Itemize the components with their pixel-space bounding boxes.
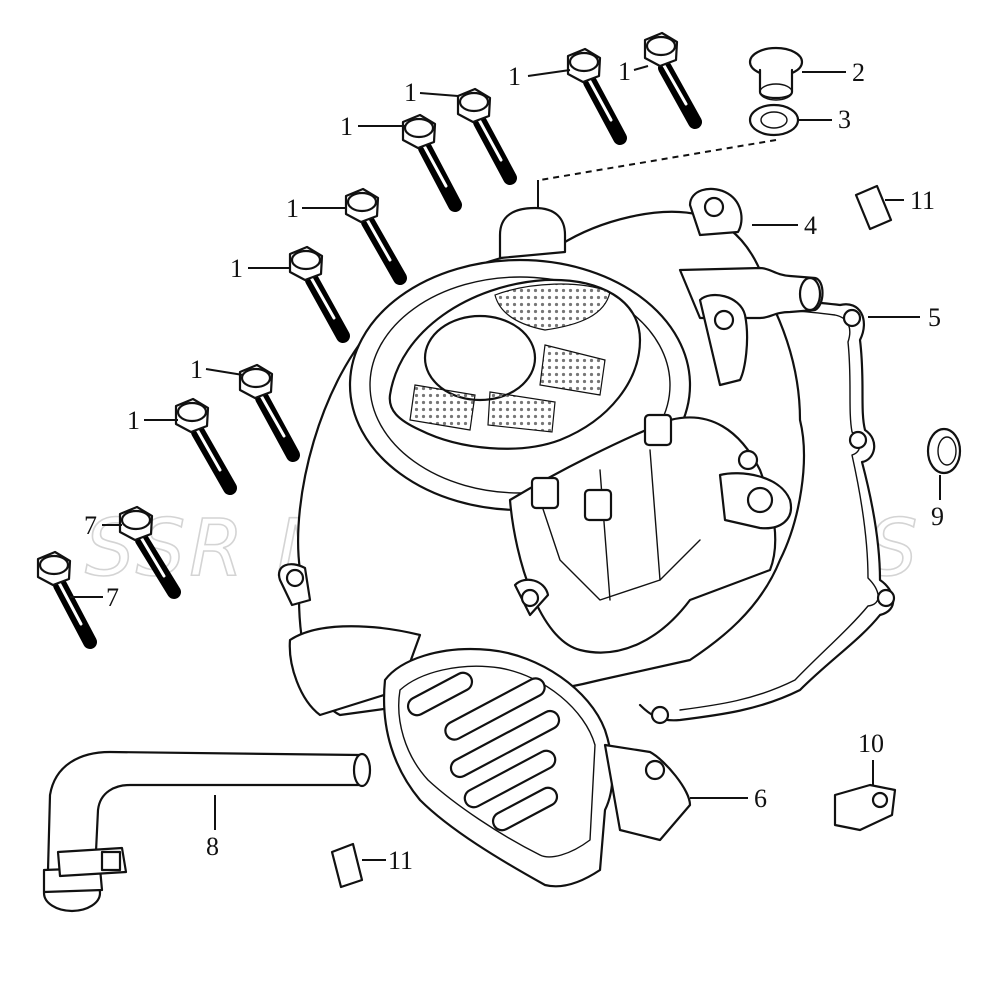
bolt-part-1e xyxy=(344,187,407,285)
bolt-part-1c xyxy=(456,87,517,185)
bolt-part-1b xyxy=(566,47,627,145)
callout-1: 1 xyxy=(127,406,140,435)
oil-seal-part xyxy=(926,427,962,475)
callout-11: 11 xyxy=(388,846,413,875)
bolt-part-1g xyxy=(238,363,300,462)
bolt-part-1a xyxy=(643,31,702,129)
bolt-part-7a xyxy=(118,505,181,599)
callout-1: 1 xyxy=(508,62,521,91)
callout-8: 8 xyxy=(206,832,219,861)
callout-1: 1 xyxy=(618,57,631,86)
callout-7: 7 xyxy=(106,583,119,612)
clip-part xyxy=(833,783,897,832)
bolt-part-1h xyxy=(174,397,237,495)
callout-1: 1 xyxy=(340,112,353,141)
callout-11: 11 xyxy=(910,186,935,215)
filler-plug-part xyxy=(748,46,804,101)
callout-1: 1 xyxy=(190,355,203,384)
breather-hose-part xyxy=(42,750,372,913)
leader-lines xyxy=(70,65,941,861)
callout-6: 6 xyxy=(754,784,767,813)
dowel-pin-part-bottom xyxy=(330,842,364,889)
bolt-part-1d xyxy=(401,113,462,212)
callout-1: 1 xyxy=(404,78,417,107)
o-ring-part xyxy=(748,103,800,137)
callout-2: 2 xyxy=(852,58,865,87)
sprocket-cover-part xyxy=(383,648,692,888)
callout-5: 5 xyxy=(928,303,941,332)
callout-1: 1 xyxy=(230,254,243,283)
crankcase-cover-part xyxy=(277,187,824,717)
callout-4: 4 xyxy=(804,211,817,240)
dowel-pin-part-top xyxy=(854,184,893,231)
bolt-part-7b xyxy=(36,550,97,649)
callout-9: 9 xyxy=(931,502,944,531)
callout-1: 1 xyxy=(286,194,299,223)
callout-3: 3 xyxy=(838,105,851,134)
callout-7: 7 xyxy=(84,511,97,540)
callout-10: 10 xyxy=(858,729,884,758)
bolt-part-1f xyxy=(288,245,350,343)
